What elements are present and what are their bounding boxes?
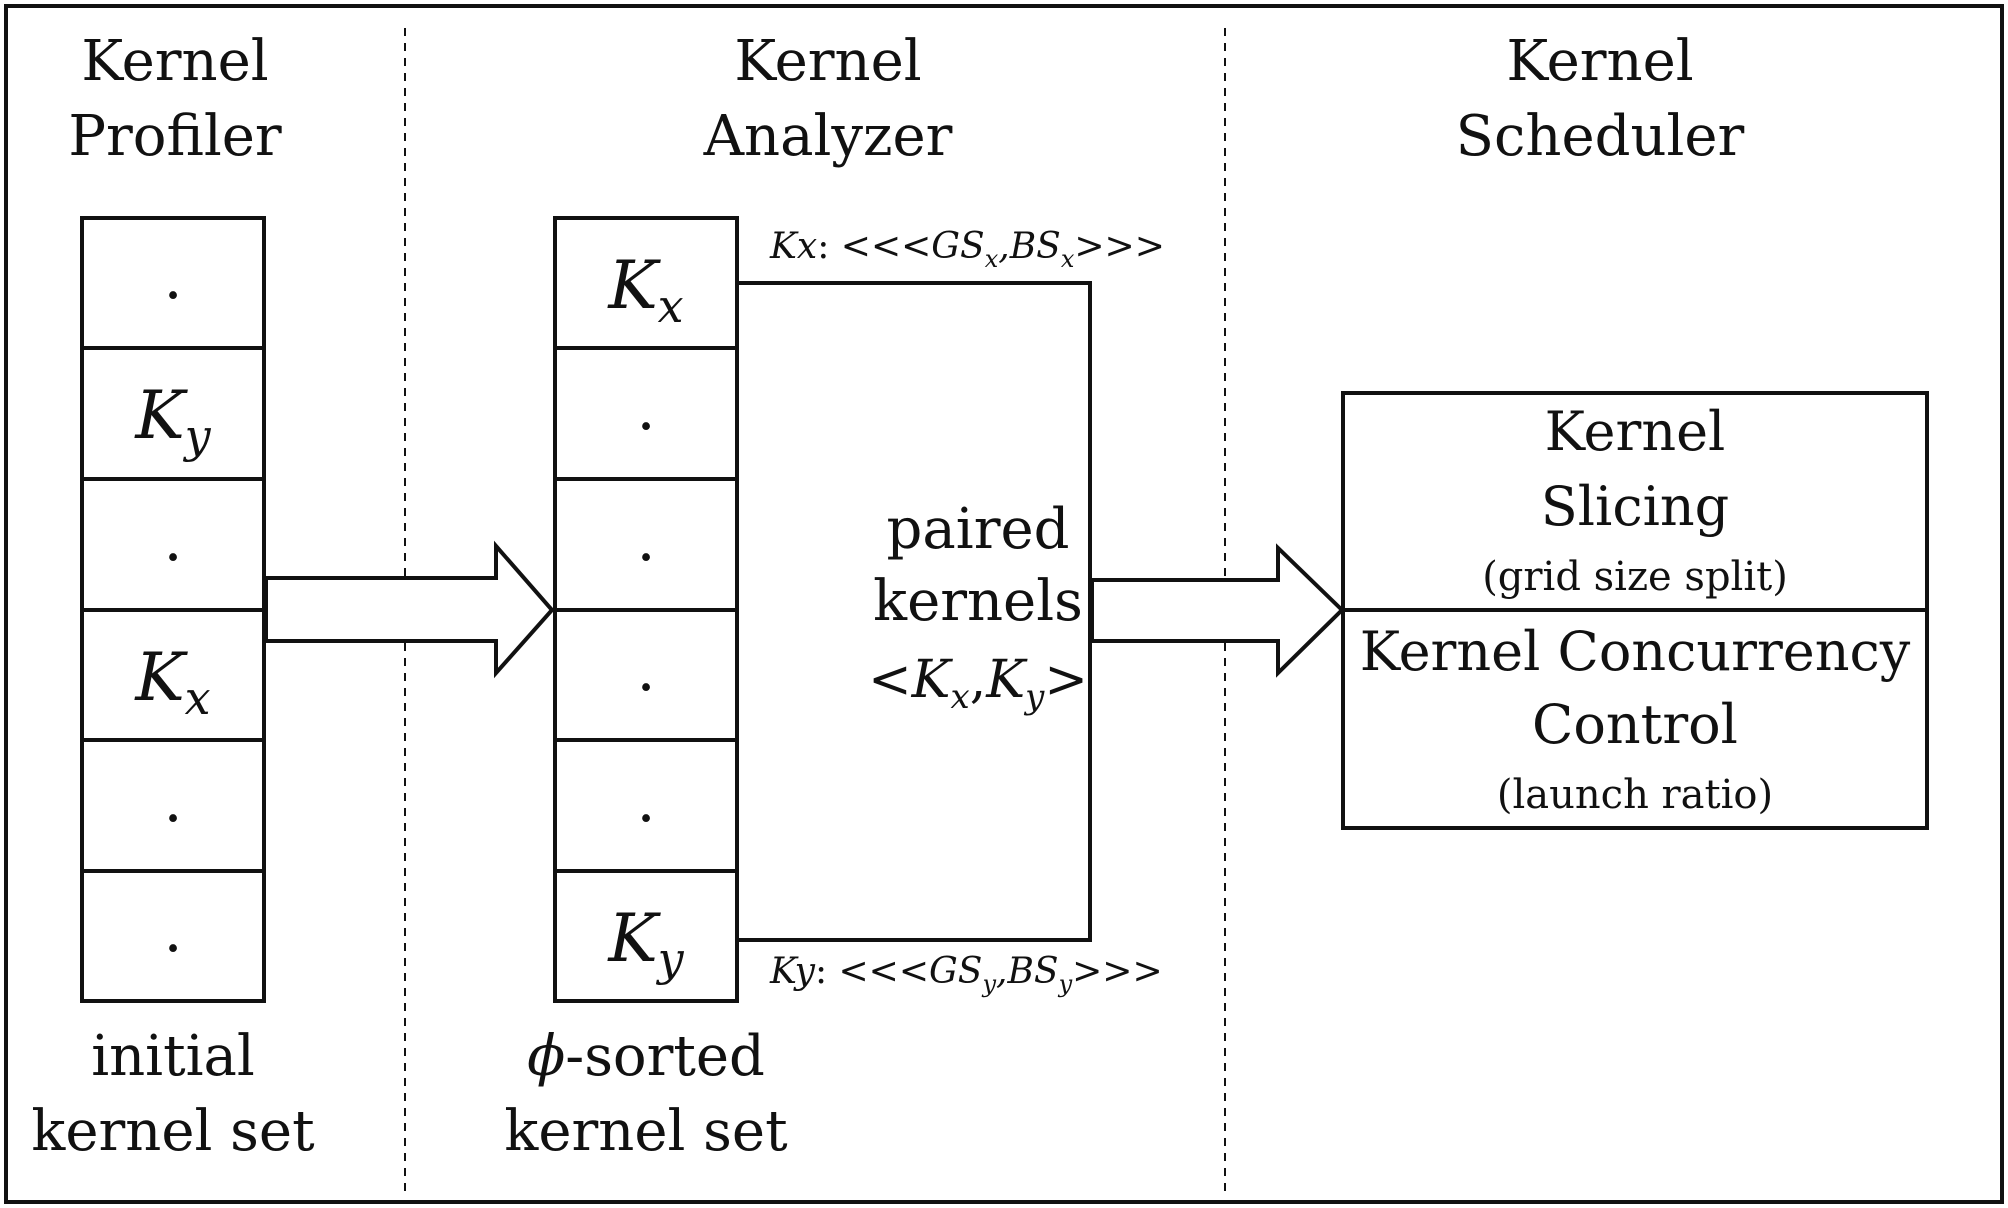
heading-line: Kernel — [734, 29, 921, 94]
tuple-close: > — [1044, 650, 1088, 710]
cell-text: . — [636, 766, 655, 836]
sorted-set-caption: ϕ-sorted kernel set — [504, 1024, 788, 1164]
kernel-slicing-section: Kernel Slicing (grid size split) — [1482, 400, 1788, 600]
initial-kernel-set: . Ky . Kx . . — [80, 216, 266, 1003]
caption-line: initial — [91, 1024, 255, 1089]
caption-line: ϕ-sorted — [527, 1024, 765, 1089]
scheduler-box: Kernel Slicing (grid size split) Kernel … — [1341, 391, 1929, 830]
heading-line: Scheduler — [1456, 104, 1745, 169]
initial-cell-3: . — [163, 505, 182, 575]
caption-line: kernel set — [31, 1099, 315, 1164]
cell-subscript: x — [658, 279, 684, 333]
slicing-line: Kernel — [1545, 400, 1726, 463]
outer-frame — [4, 4, 2004, 1204]
sorted-cell-5: . — [636, 766, 655, 836]
cell-text: . — [163, 896, 182, 966]
config-kernel: Ky — [769, 951, 816, 992]
concurrency-control-section: Kernel Concurrency Control (launch ratio… — [1360, 620, 1911, 818]
config-kernel: Kx — [769, 226, 817, 267]
concurrency-line: Control — [1532, 693, 1738, 756]
heading-kernel-scheduler: Kernel Scheduler — [1456, 29, 1745, 169]
config-gs-sub: y — [981, 970, 996, 998]
initial-cell-2: Ky — [134, 377, 211, 463]
paired-line: paired — [887, 497, 1070, 562]
config-close: >>> — [1074, 226, 1165, 267]
config-bs: BS — [1006, 951, 1058, 992]
tuple-k2: K — [985, 650, 1028, 710]
slicing-line: Slicing — [1541, 475, 1729, 538]
heading-kernel-profiler: Kernel Profiler — [68, 29, 282, 169]
paired-kernels-label: paired kernels <Kx,Ky> — [868, 497, 1088, 717]
heading-kernel-analyzer: Kernel Analyzer — [703, 29, 953, 169]
sorted-kernel-set: Kx . . . . Ky — [553, 216, 739, 1003]
tuple-k1-sub: x — [951, 677, 970, 717]
tuple-k1: K — [911, 650, 954, 710]
paired-tuple: <Kx,Ky> — [868, 650, 1088, 717]
cell-subscript: y — [183, 409, 212, 463]
cell-text: . — [636, 374, 655, 444]
cell-text: . — [636, 505, 655, 575]
config-bs: BS — [1009, 226, 1061, 267]
heading-line: Kernel — [81, 29, 268, 94]
tuple-k2-sub: y — [1023, 677, 1045, 717]
cell-text: . — [163, 243, 182, 313]
config-gs: GS — [929, 951, 982, 992]
sorted-cell-6: Ky — [607, 900, 684, 986]
cell-text: K — [134, 639, 188, 716]
caption-text: -sorted — [565, 1024, 765, 1089]
tuple-open: < — [868, 650, 912, 710]
phi-symbol: ϕ — [527, 1024, 565, 1089]
config-gs-sub: x — [985, 245, 999, 273]
config-bs-sub: y — [1058, 970, 1073, 998]
cell-text: K — [607, 900, 661, 977]
paired-line: kernels — [873, 569, 1083, 634]
initial-set-caption: initial kernel set — [31, 1024, 315, 1164]
initial-cell-4: Kx — [134, 639, 210, 725]
sorted-cell-4: . — [636, 635, 655, 705]
slicing-note: (grid size split) — [1482, 554, 1788, 600]
sorted-cell-1: Kx — [607, 247, 683, 333]
heading-line: Analyzer — [703, 104, 953, 169]
concurrency-line: Kernel Concurrency — [1360, 620, 1911, 683]
concurrency-note: (launch ratio) — [1497, 772, 1773, 818]
initial-cell-5: . — [163, 766, 182, 836]
launch-config-x: Kx: <<<GSx,BSx>>> — [769, 226, 1165, 273]
cell-text: . — [163, 505, 182, 575]
cell-subscript: y — [656, 932, 685, 986]
config-open: <<< — [841, 226, 932, 267]
arrow-analyzer-to-scheduler — [1090, 543, 1345, 678]
config-sep: : — [817, 226, 841, 267]
sorted-cell-2: . — [636, 374, 655, 444]
cell-text: K — [607, 247, 661, 324]
caption-line: kernel set — [504, 1099, 788, 1164]
config-gs: GS — [931, 226, 984, 267]
initial-cell-1: . — [163, 243, 182, 313]
heading-line: Kernel — [1506, 29, 1693, 94]
cell-subscript: x — [185, 671, 211, 725]
sorted-cell-3: . — [636, 505, 655, 575]
config-open: <<< — [839, 951, 930, 992]
arrow-profiler-to-analyzer — [264, 540, 555, 679]
config-comma: , — [996, 951, 1007, 992]
config-close: >>> — [1072, 951, 1163, 992]
launch-config-y: Ky: <<<GSy,BSy>>> — [769, 951, 1163, 998]
config-bs-sub: x — [1061, 245, 1075, 273]
heading-line: Profiler — [68, 104, 282, 169]
cell-text: K — [134, 377, 188, 454]
config-sep: : — [815, 951, 839, 992]
tuple-comma: , — [970, 650, 987, 710]
config-comma: , — [998, 226, 1009, 267]
cell-text: . — [163, 766, 182, 836]
initial-cell-6: . — [163, 896, 182, 966]
cell-text: . — [636, 635, 655, 705]
